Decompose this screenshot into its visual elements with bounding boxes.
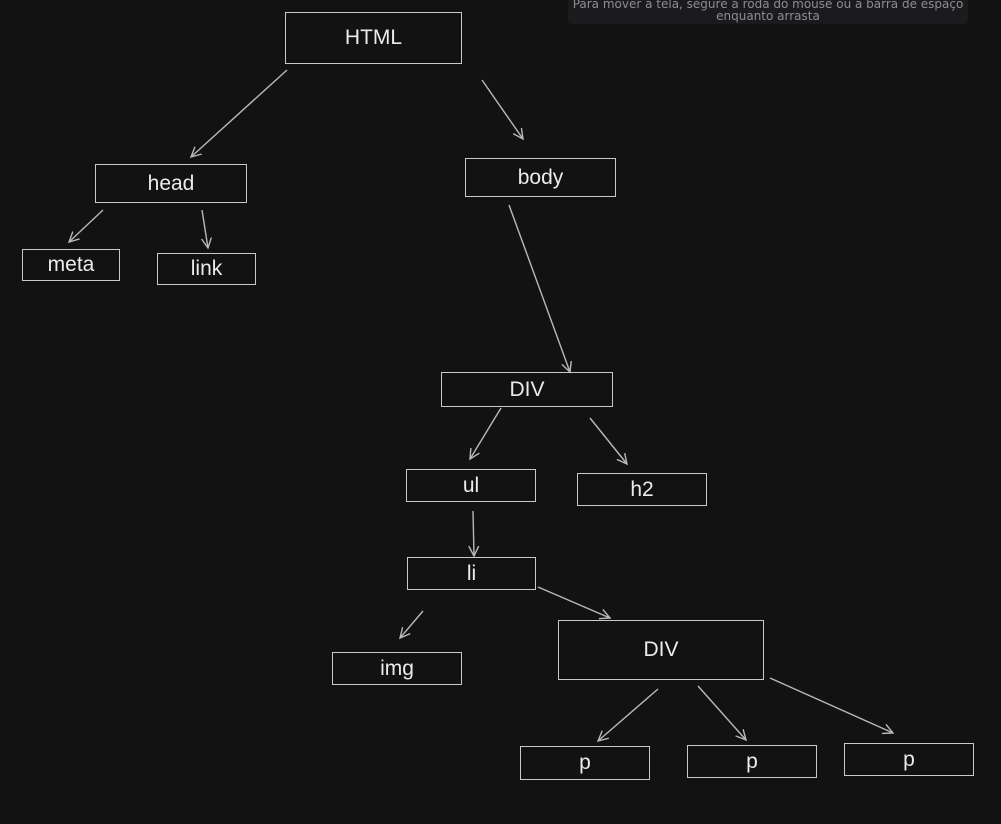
node-link[interactable]: link [157,253,256,285]
edge-body-div [508,204,570,372]
edge-li-img [400,610,424,638]
edge-div-p3 [769,677,893,733]
node-div-1[interactable]: DIV [441,372,613,407]
node-meta[interactable]: meta [22,249,120,281]
node-div-2[interactable]: DIV [558,620,764,680]
edge-head-meta [69,209,104,242]
canvas-pan-hint: Para mover a tela, segure a roda do mous… [568,0,968,24]
edge-li-div [537,586,610,618]
edge-html-head [191,69,288,157]
edge-div-h2 [589,417,627,464]
edge-div-p1 [598,688,659,741]
node-body[interactable]: body [465,158,616,197]
node-img[interactable]: img [332,652,462,685]
node-li[interactable]: li [407,557,536,590]
edge-head-link [202,209,208,248]
hint-line-2: enquanto arrasta [716,9,820,23]
node-p-3[interactable]: p [844,743,974,776]
node-p-2[interactable]: p [687,745,817,778]
node-ul[interactable]: ul [406,469,536,502]
edge-div-ul [470,407,502,459]
node-html[interactable]: HTML [285,12,462,64]
edge-ul-li [473,510,474,556]
node-head[interactable]: head [95,164,247,203]
edge-html-body [481,79,523,139]
hint-line-1: Para mover a tela, segure a roda do mous… [572,0,964,11]
node-h2[interactable]: h2 [577,473,707,506]
node-p-1[interactable]: p [520,746,650,780]
edge-div-p2 [697,685,746,740]
